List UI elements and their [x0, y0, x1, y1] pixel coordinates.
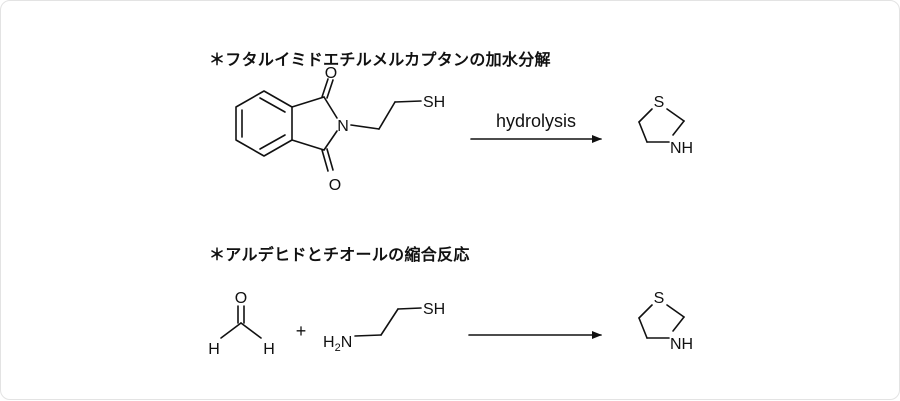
- ring-bond: [672, 316, 685, 332]
- ring-bond: [291, 96, 325, 108]
- chain-bond: [380, 308, 399, 336]
- atom-h2n: H2N: [323, 334, 352, 354]
- benzene-double-bond: [259, 97, 286, 113]
- section1-heading: ＊フタルイミドエチルメルカプタンの加水分解: [209, 50, 551, 69]
- atom-sh: SH: [423, 94, 445, 111]
- atom-nh: NH: [670, 336, 693, 353]
- atom-s: S: [654, 290, 665, 307]
- atom-o-top: O: [325, 65, 337, 82]
- thiazolidine-product: S NH: [638, 94, 693, 157]
- reaction1-arrow: hydrolysis: [470, 111, 602, 143]
- ch-bond: [220, 322, 242, 339]
- chain-bond: [378, 101, 396, 130]
- carbonyl-bond: [321, 78, 329, 98]
- atom-s: S: [654, 94, 665, 111]
- carbonyl-bond: [321, 149, 329, 172]
- section2-heading: ＊アルデヒドとチオールの縮合反応: [209, 245, 470, 264]
- arrow-label: hydrolysis: [496, 111, 576, 131]
- ring-bond: [291, 139, 325, 151]
- atom-o: O: [235, 290, 247, 307]
- atom-h2n-n: N: [341, 334, 353, 351]
- ring-bond: [638, 108, 653, 123]
- ring-bond: [672, 120, 685, 136]
- ring-bond: [323, 130, 338, 151]
- ring-bond: [666, 304, 685, 318]
- ring-bond: [638, 121, 648, 143]
- chain-bond: [397, 307, 422, 310]
- chain-bond: [394, 100, 422, 103]
- cysteamine-molecule: H2N SH: [323, 301, 445, 354]
- atom-sh: SH: [423, 301, 445, 318]
- atom-nh: NH: [670, 140, 693, 157]
- plus-sign: +: [296, 321, 307, 341]
- chain-bond: [354, 334, 382, 337]
- atom-n: N: [337, 118, 349, 135]
- formaldehyde-molecule: O H H: [208, 290, 275, 358]
- chain-bond: [350, 124, 380, 130]
- ring-bond: [638, 317, 648, 339]
- atom-h-right: H: [263, 341, 275, 358]
- atom-h2n-subscript: 2: [335, 342, 341, 354]
- ring-bond: [638, 304, 653, 319]
- ch-bond: [240, 322, 262, 339]
- atom-h2n-h: H: [323, 334, 335, 351]
- phthalimide-molecule: O O N SH: [235, 65, 445, 194]
- carbonyl-bond: [326, 148, 334, 171]
- carbonyl-bond: [326, 79, 334, 99]
- atom-o-bottom: O: [329, 177, 341, 194]
- thiazolidine-product: S NH: [638, 290, 693, 353]
- atom-h-left: H: [208, 341, 220, 358]
- benzene-double-bond: [259, 134, 286, 150]
- ring-bond: [323, 96, 338, 119]
- ring-bond: [666, 108, 685, 122]
